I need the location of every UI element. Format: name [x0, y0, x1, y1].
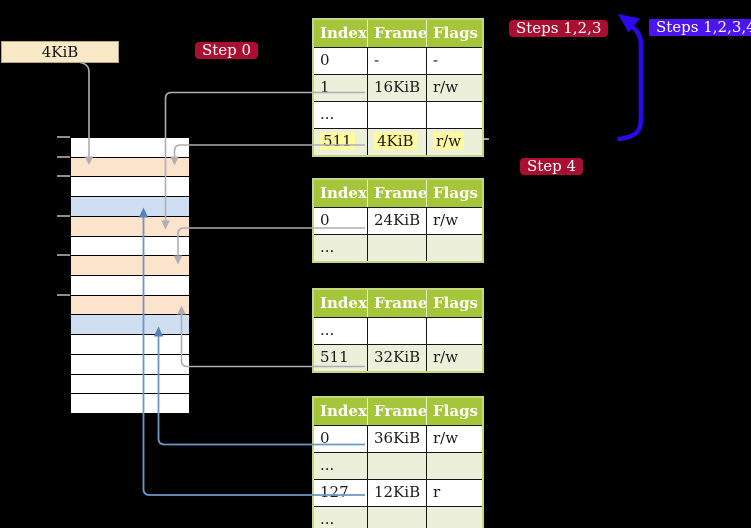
page-table-2-row-1-cell-1	[367, 235, 426, 261]
memory-tick	[57, 215, 70, 217]
memory-row-10-plain	[71, 335, 189, 355]
column-header-frame: Frame	[367, 290, 426, 317]
memory-row-13-plain	[71, 394, 189, 414]
badge-steps-1-2-3: Steps 1,2,3	[509, 20, 609, 37]
arrow-up-left-icon	[618, 14, 640, 33]
memory-row-7-plain	[71, 276, 189, 296]
page-table-2-row-0-cell-1: 24KiB	[367, 208, 426, 234]
badge-steps-1-2-3-4: Steps 1,2,3,4	[649, 19, 751, 36]
page-table-1-row-0-cell-2: -	[426, 48, 482, 74]
memory-tick	[57, 294, 70, 296]
page-table-2-row-0-cell-2: r/w	[426, 208, 482, 234]
page-table-3-row-1-cell-0: 511	[320, 348, 349, 366]
memory-row-8-table	[71, 295, 189, 316]
page-table-1-row-3-cell-2: r/w	[426, 129, 482, 155]
page-table-1-row-3: 511 4KiB r/w	[314, 128, 482, 155]
memory-tick	[57, 175, 70, 177]
page-table-4-row-1-cell-1	[367, 453, 426, 479]
page-table-4-row-1-cell-2	[426, 453, 482, 479]
page-table-1-row-3-cell-1: 4KiB	[367, 129, 426, 155]
frame-size-label: 4KiB	[1, 41, 119, 63]
column-header-flags: Flags	[426, 180, 482, 207]
page-table-4-row-2-cell-1: 12KiB	[367, 480, 426, 506]
memory-tick	[57, 254, 70, 256]
page-table-2-row-1-cell-0: ...	[320, 238, 335, 256]
page-table-4-row-0-cell-0: 0	[320, 429, 330, 447]
page-table-2-row-0-cell-0: 0	[320, 211, 330, 229]
badge-step-0: Step 0	[195, 42, 259, 59]
memory-row-3-page	[71, 197, 189, 217]
badge-step-4: Step 4	[520, 158, 584, 175]
page-table-4-row-0-cell-1: 36KiB	[367, 426, 426, 452]
page-table-4-row-2-cell-0: 127	[320, 483, 349, 501]
page-table-3-row-1-cell-2: r/w	[426, 345, 482, 371]
highlighted-value: 4KiB	[374, 132, 417, 150]
column-header-flags: Flags	[426, 290, 482, 317]
column-header-index: Index	[320, 24, 367, 42]
page-table-1-row-2-cell-1	[367, 102, 426, 128]
page-table-1-row-0: 0 --	[314, 47, 482, 74]
page-table-1-row-2: ...	[314, 101, 482, 128]
memory-row-5-plain	[71, 236, 189, 257]
page-table-1-row-0-cell-0: 0	[320, 51, 330, 69]
column-header-index: Index	[320, 294, 367, 312]
page-table-3-row-0-cell-2	[426, 318, 482, 344]
page-table-4-row-3-cell-0: ...	[320, 510, 335, 528]
page-table-1-row-0-cell-1: -	[367, 48, 426, 74]
page-table-3-row-0: ...	[314, 317, 482, 344]
column-header-flags: Flags	[426, 398, 482, 425]
page-table-4-row-1-cell-0: ...	[320, 456, 335, 474]
memory-tick	[57, 156, 70, 158]
page-table-4-row-0-cell-2: r/w	[426, 426, 482, 452]
recursive-loop-arrow	[617, 25, 644, 142]
page-table-4-row-3-cell-2	[426, 507, 482, 528]
page-table-1-row-2-cell-0: ...	[320, 105, 335, 123]
highlighted-value: 511	[320, 132, 355, 150]
memory-tick	[57, 136, 70, 138]
page-table-1-row-3-cell-0: 511	[314, 129, 367, 155]
column-header-frame: Frame	[367, 180, 426, 207]
page-table-4-row-2-cell-2: r	[426, 480, 482, 506]
page-table-4-row-1: ...	[314, 452, 482, 479]
memory-row-12-plain	[71, 374, 189, 395]
page-table-3-row-0-cell-0: ...	[320, 321, 335, 339]
page-table-1-row-1-cell-2: r/w	[426, 75, 482, 101]
memory-row-11-plain	[71, 354, 189, 375]
column-header-frame: Frame	[367, 398, 426, 425]
page-table-3-row-1-cell-1: 32KiB	[367, 345, 426, 371]
memory-row-4-table	[71, 216, 189, 237]
memory-row-9-page	[71, 315, 189, 336]
page-table-1-row-2-cell-2	[426, 102, 482, 128]
memory-row-6-table	[71, 256, 189, 277]
column-header-flags: Flags	[426, 20, 482, 47]
physical-memory-column	[70, 137, 190, 414]
column-header-index: Index	[320, 184, 367, 202]
memory-row-0-plain	[71, 138, 189, 158]
page-table-2-row-1-cell-2	[426, 235, 482, 261]
page-table-3-row-0-cell-1	[367, 318, 426, 344]
memory-row-2-plain	[71, 177, 189, 198]
page-table-4-row-3: ...	[314, 506, 482, 528]
memory-row-1-table	[71, 157, 189, 178]
page-table-4-row-3-cell-1	[367, 507, 426, 528]
highlighted-value: r/w	[433, 132, 465, 150]
page-table-1-row-1-cell-0: 1	[320, 78, 330, 96]
page-table-2-row-1: ...	[314, 234, 482, 261]
column-header-frame: Frame	[367, 20, 426, 47]
page-table-1-row-1-cell-1: 16KiB	[367, 75, 426, 101]
column-header-index: Index	[320, 402, 367, 420]
